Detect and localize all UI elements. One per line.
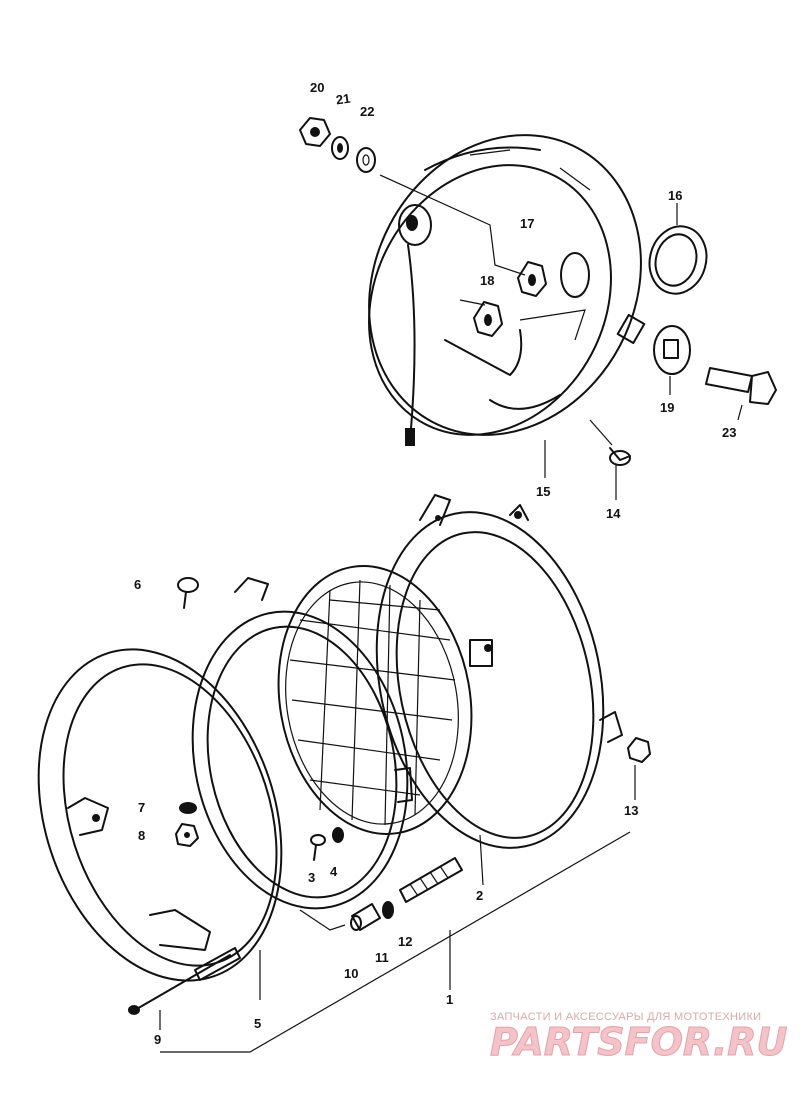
label-part-6: 6: [134, 577, 141, 592]
label-part-20: 20: [310, 80, 324, 95]
adjusting-screw-part-9: [128, 947, 241, 1015]
bolt-part-23: [705, 367, 777, 405]
label-part-21: 21: [335, 91, 351, 108]
part-labels: 20 21 22 16 17 18 19 23 15 14 6 7 8 3 4 …: [134, 80, 736, 1047]
inner-rim: [191, 577, 413, 910]
label-part-11: 11: [375, 950, 389, 965]
watermark-brand: PARTSFOR.RU: [490, 1020, 788, 1064]
washer-part-11: [382, 901, 394, 919]
screw-part-14: [609, 447, 631, 466]
label-part-22: 22: [360, 104, 374, 119]
outer-rim: [37, 648, 283, 982]
spring-part-7: [179, 802, 197, 814]
adjusting-spring-part-12: [399, 857, 463, 903]
washer-part-21: [331, 136, 349, 160]
nut-part-17: [517, 261, 547, 297]
nut-part-18: [473, 301, 503, 337]
label-part-19: 19: [660, 400, 674, 415]
label-part-7: 7: [138, 800, 145, 815]
label-part-2: 2: [476, 888, 483, 903]
label-part-1: 1: [446, 992, 453, 1007]
grommet-part-16: [648, 225, 708, 295]
washer-part-22: [356, 147, 376, 173]
label-part-8: 8: [138, 828, 145, 843]
leader-lines-top: [379, 174, 743, 500]
headlight-housing: [368, 134, 646, 446]
rear-mounting-ring: [375, 494, 623, 849]
label-part-16: 16: [668, 188, 682, 203]
label-part-14: 14: [606, 506, 621, 521]
label-part-12: 12: [398, 934, 412, 949]
washer-part-4: [332, 827, 344, 843]
label-part-23: 23: [722, 425, 736, 440]
screw-part-6: [177, 577, 199, 609]
label-part-3: 3: [308, 870, 315, 885]
label-part-4: 4: [330, 864, 338, 879]
screw-part-3: [310, 834, 326, 861]
label-part-5: 5: [254, 1016, 261, 1031]
label-part-9: 9: [154, 1032, 161, 1047]
watermark-subtitle: ЗАПЧАСТИ И АКСЕССУАРЫ ДЛЯ МОТОТЕХНИКИ: [490, 1011, 761, 1023]
nut-part-20: [299, 117, 331, 147]
assembly-bracket-part-1: [159, 765, 636, 1053]
label-part-17: 17: [520, 216, 534, 231]
sealed-beam-unit: [277, 565, 493, 835]
watermark: ЗАПЧАСТИ И АКСЕССУАРЫ ДЛЯ МОТОТЕХНИКИ PA…: [490, 1011, 789, 1065]
label-part-15: 15: [536, 484, 550, 499]
nut-part-8: [175, 823, 199, 847]
label-part-18: 18: [480, 273, 494, 288]
spacer-part-10: [350, 903, 381, 931]
label-part-10: 10: [344, 966, 358, 981]
grommet-part-19: [653, 325, 691, 375]
label-part-13: 13: [624, 803, 638, 818]
nut-part-13: [627, 737, 651, 763]
